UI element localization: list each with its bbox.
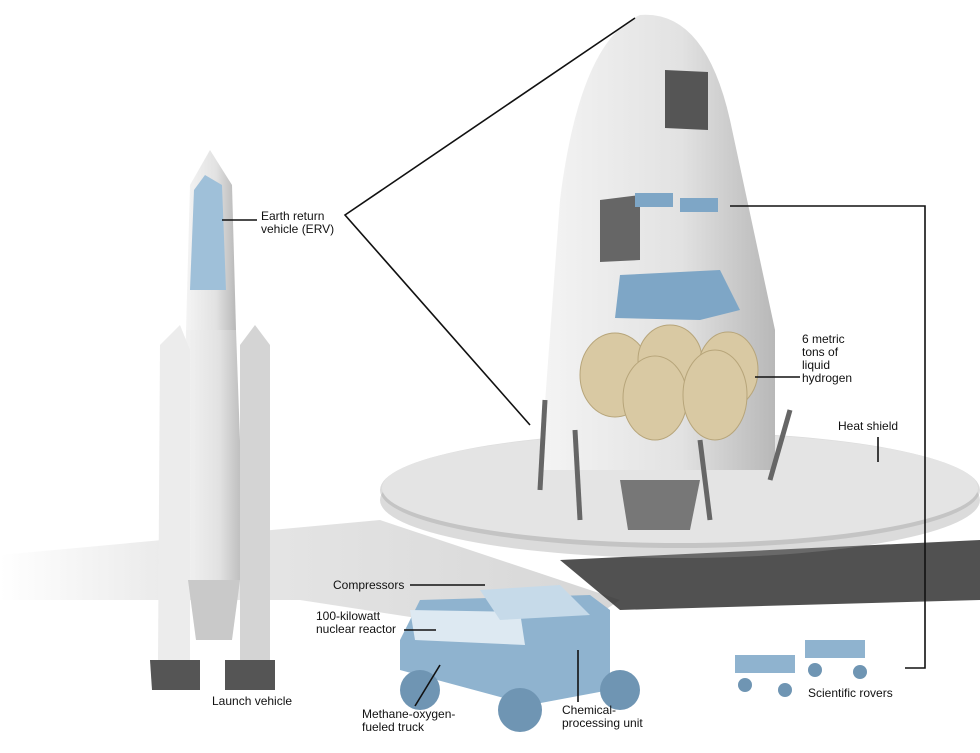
hydrogen-tanks: [579, 324, 759, 441]
erv-lander-illustration: [537, 14, 793, 530]
ground-shadow-dark: [560, 540, 980, 610]
label-liquid-hydrogen: 6 metric tons of liquid hydrogen: [802, 332, 853, 385]
label-truck: Methane-oxygen- fueled truck: [362, 707, 456, 734]
label-nuclear-reactor: 100-kilowatt nuclear reactor: [316, 609, 397, 636]
rovers-illustration: [735, 640, 867, 697]
label-chemical-processing-unit: Chemical- processing unit: [562, 703, 643, 730]
label-erv: Earth return vehicle (ERV): [261, 209, 335, 236]
label-compressors: Compressors: [333, 578, 405, 592]
label-scientific-rovers: Scientific rovers: [808, 686, 893, 700]
label-launch-vehicle: Launch vehicle: [212, 694, 293, 708]
label-heat-shield: Heat shield: [838, 419, 899, 433]
leader-lines: [222, 17, 926, 707]
launch-vehicle-illustration: [150, 150, 275, 690]
truck-illustration: [400, 585, 640, 732]
